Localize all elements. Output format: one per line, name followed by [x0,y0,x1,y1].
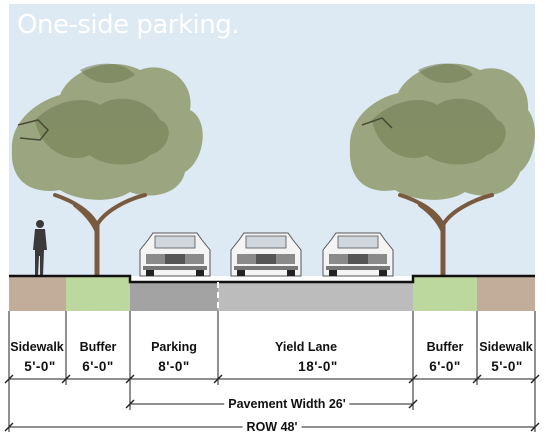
sidewalk-left-surface [9,276,66,311]
pavement-width-label: Pavement Width 26' [224,397,350,411]
segment-label-sidewalk-right: Sidewalk [479,340,533,354]
car-parked [139,232,211,277]
dimension-ticks [4,374,540,432]
tree-left [11,63,203,278]
segment-label-yield-lane: Yield Lane [274,340,338,354]
sidewalk-right-surface [477,276,535,311]
segment-dim-buffer-left: 6'-0" [82,359,114,374]
parking-surface [130,282,218,311]
dimension-lines [8,311,536,432]
segment-dim-yield-lane: 18'-0" [298,359,338,374]
row-width-label: ROW 48' [242,420,302,434]
segment-dim-buffer-right: 6'-0" [429,359,461,374]
ground-strip [9,274,535,311]
segment-dim-sidewalk-right: 5'-0" [491,359,523,374]
buffer-left-surface [66,276,130,311]
pedestrian-figure [33,220,47,276]
car-lane-1 [230,232,302,277]
diagram-title: One-side parking. [17,10,240,40]
segment-label-buffer-left: Buffer [79,340,117,354]
lane-surface [218,282,413,311]
car-lane-2 [322,232,394,277]
buffer-right-surface [413,276,477,311]
segment-label-sidewalk-left: Sidewalk [10,340,64,354]
tree-right [349,63,535,278]
segment-dim-parking: 8'-0" [158,359,190,374]
segment-label-buffer-right: Buffer [426,340,464,354]
segment-dim-sidewalk-left: 5'-0" [24,359,56,374]
segment-label-parking: Parking [151,340,197,354]
